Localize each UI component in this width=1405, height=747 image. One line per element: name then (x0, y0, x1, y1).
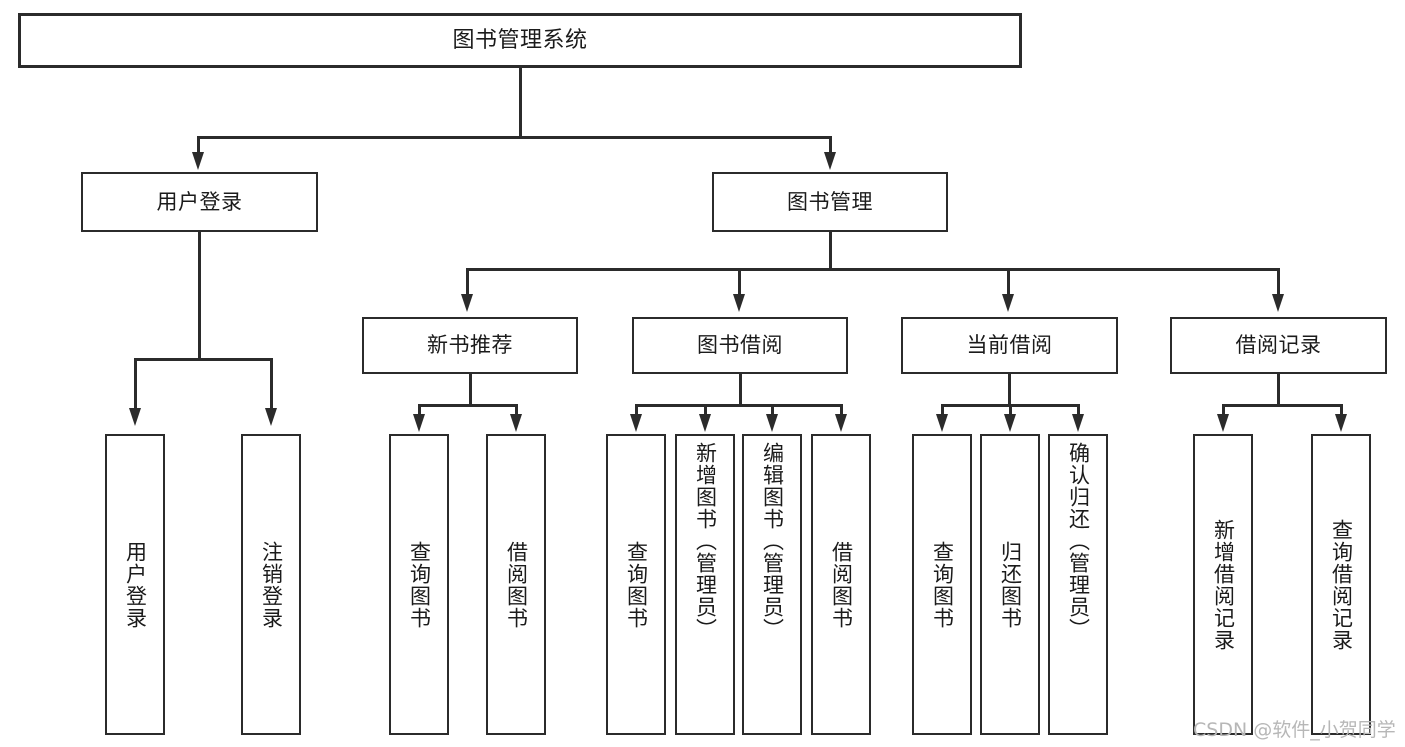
leaf-book-borrow-3[interactable]: 编辑图书（管理员） (742, 434, 802, 735)
node-user-login[interactable]: 用户登录 (81, 172, 318, 232)
connector-bb-stem (739, 374, 742, 406)
node-book-management[interactable]: 图书管理 (712, 172, 948, 232)
connector-cb-branch-1 (941, 404, 944, 418)
leaf-book-borrow-1-label: 查询图书 (624, 540, 649, 629)
node-root-label: 图书管理系统 (452, 27, 588, 53)
connector-book-management-bus (466, 268, 1280, 271)
arrowhead-user-login-leaf-2 (265, 408, 277, 426)
arrowhead-cb-leaf-3 (1072, 414, 1084, 432)
connector-br-stem (1277, 374, 1280, 406)
leaf-book-borrow-4[interactable]: 借阅图书 (811, 434, 871, 735)
leaf-book-borrow-2[interactable]: 新增图书（管理员） (675, 434, 735, 735)
connector-br-branch-1 (1222, 404, 1225, 418)
leaf-user-login-1-label: 用户登录 (123, 540, 148, 629)
arrowhead-bm-to-new-book-recommend (461, 294, 473, 312)
connector-bm-branch-4 (1277, 268, 1280, 298)
leaf-new-book-recommend-2[interactable]: 借阅图书 (486, 434, 546, 735)
node-current-borrow-label: 当前借阅 (966, 333, 1053, 358)
leaf-current-borrow-3-label: 确认归还（管理员） (1066, 442, 1091, 640)
connector-root-to-book-management (829, 136, 832, 156)
arrowhead-nbr-leaf-1 (413, 414, 425, 432)
arrowhead-bb-leaf-3 (766, 414, 778, 432)
leaf-borrow-record-1[interactable]: 新增借阅记录 (1193, 434, 1253, 735)
connector-br-branch-2 (1340, 404, 1343, 418)
node-new-book-recommend[interactable]: 新书推荐 (362, 317, 578, 374)
connector-user-login-branch-1 (134, 358, 137, 412)
connector-root-bus (197, 136, 832, 139)
connector-nbr-bus (418, 404, 517, 407)
node-book-borrow[interactable]: 图书借阅 (632, 317, 848, 374)
connector-bb-branch-2 (704, 404, 707, 418)
node-current-borrow[interactable]: 当前借阅 (901, 317, 1118, 374)
leaf-current-borrow-2[interactable]: 归还图书 (980, 434, 1040, 735)
arrowhead-bb-leaf-4 (835, 414, 847, 432)
leaf-borrow-record-2[interactable]: 查询借阅记录 (1311, 434, 1371, 735)
arrowhead-bb-leaf-1 (630, 414, 642, 432)
leaf-new-book-recommend-2-label: 借阅图书 (504, 540, 529, 629)
node-borrow-record-label: 借阅记录 (1235, 333, 1322, 358)
connector-nbr-branch-2 (515, 404, 518, 418)
connector-cb-branch-2 (1009, 404, 1012, 418)
leaf-book-borrow-4-label: 借阅图书 (829, 540, 854, 629)
leaf-user-login-2[interactable]: 注销登录 (241, 434, 301, 735)
arrowhead-bb-leaf-2 (699, 414, 711, 432)
arrowhead-user-login-leaf-1 (129, 408, 141, 426)
connector-bm-branch-1 (466, 268, 469, 298)
leaf-current-borrow-3[interactable]: 确认归还（管理员） (1048, 434, 1108, 735)
connector-bb-branch-1 (635, 404, 638, 418)
connector-cb-stem (1008, 374, 1011, 406)
leaf-new-book-recommend-1[interactable]: 查询图书 (389, 434, 449, 735)
connector-root-to-user-login (197, 136, 200, 156)
leaf-current-borrow-1-label: 查询图书 (930, 540, 955, 629)
arrowhead-cb-leaf-2 (1004, 414, 1016, 432)
connector-bm-branch-2 (738, 268, 741, 298)
arrowhead-bm-to-book-borrow (733, 294, 745, 312)
leaf-current-borrow-2-label: 归还图书 (998, 540, 1023, 629)
node-root-book-management-system[interactable]: 图书管理系统 (18, 13, 1022, 68)
arrowhead-br-leaf-1 (1217, 414, 1229, 432)
arrowhead-br-leaf-2 (1335, 414, 1347, 432)
connector-bm-branch-3 (1007, 268, 1010, 298)
connector-user-login-stem (198, 232, 201, 360)
leaf-current-borrow-1[interactable]: 查询图书 (912, 434, 972, 735)
leaf-user-login-2-label: 注销登录 (259, 540, 284, 629)
leaf-book-borrow-2-label: 新增图书（管理员） (693, 442, 718, 640)
node-new-book-recommend-label: 新书推荐 (427, 333, 513, 358)
arrowhead-nbr-leaf-2 (510, 414, 522, 432)
connector-bb-bus (635, 404, 842, 407)
leaf-book-borrow-1[interactable]: 查询图书 (606, 434, 666, 735)
connector-book-management-stem (829, 232, 832, 270)
arrowhead-bm-to-borrow-record (1272, 294, 1284, 312)
connector-root-stem (519, 68, 522, 137)
leaf-book-borrow-3-label: 编辑图书（管理员） (760, 442, 785, 640)
arrowhead-root-to-book-management (824, 152, 836, 170)
node-book-borrow-label: 图书借阅 (697, 333, 783, 358)
connector-br-bus (1222, 404, 1342, 407)
connector-bb-branch-4 (840, 404, 843, 418)
arrowhead-cb-leaf-1 (936, 414, 948, 432)
arrowhead-root-to-user-login (192, 152, 204, 170)
connector-user-login-branch-2 (270, 358, 273, 412)
connector-cb-branch-3 (1077, 404, 1080, 418)
leaf-user-login-1[interactable]: 用户登录 (105, 434, 165, 735)
node-user-login-label: 用户登录 (156, 189, 243, 214)
node-book-management-label: 图书管理 (787, 189, 873, 214)
arrowhead-bm-to-current-borrow (1002, 294, 1014, 312)
leaf-borrow-record-2-label: 查询借阅记录 (1329, 518, 1354, 651)
connector-nbr-stem (469, 374, 472, 406)
node-borrow-record[interactable]: 借阅记录 (1170, 317, 1387, 374)
leaf-borrow-record-1-label: 新增借阅记录 (1211, 518, 1236, 651)
connector-user-login-bus (134, 358, 272, 361)
connector-bb-branch-3 (771, 404, 774, 418)
leaf-new-book-recommend-1-label: 查询图书 (407, 540, 432, 629)
connector-nbr-branch-1 (418, 404, 421, 418)
